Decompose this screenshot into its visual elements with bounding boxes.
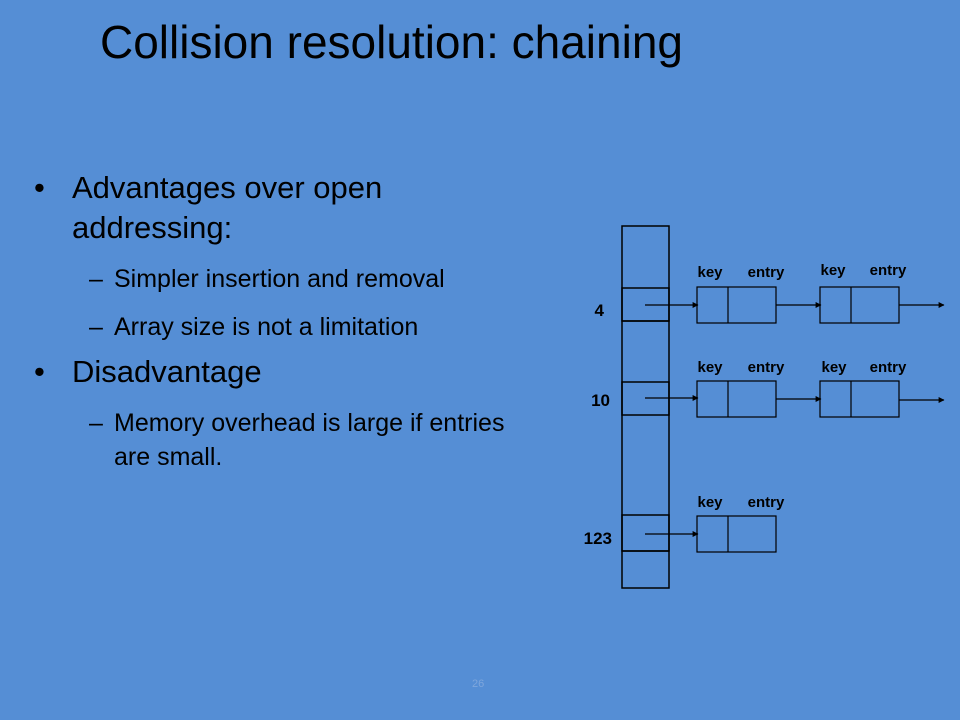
list-node [696,380,777,418]
bullet-text: Disadvantage [72,354,262,389]
node-key-label: key [820,262,846,279]
node-entry-label: entry [748,264,785,281]
sub-bullet-text: Simpler insertion and removal [114,265,445,293]
node-entry-label: entry [870,359,907,376]
list-node [819,380,900,418]
array-slot-123 [621,514,670,552]
index-label-4: 4 [595,301,605,320]
sub-bullet-marker: – [89,265,103,293]
sub-bullet-text: Array size is not a limitation [114,313,419,341]
page-number: 26 [472,678,485,690]
list-node [696,515,777,553]
bullet-text: Advantages over open addressing: [72,170,383,245]
list-node [696,286,777,324]
sub-bullet-text: Memory overhead is large if entries are … [114,409,505,471]
bullet-marker: • [34,170,45,205]
sub-bullet-simpler-insertion: – Simpler insertion and removal [34,262,544,296]
node-key-label: key [697,494,723,511]
sub-bullet-marker: – [89,313,103,341]
node-key-label: key [697,264,723,281]
index-label-123: 123 [584,529,612,548]
list-node [819,286,900,324]
slide-title: Collision resolution: chaining [100,16,683,68]
node-entry-label: entry [748,359,785,376]
bullet-marker: • [34,354,45,389]
node-entry-label: entry [870,262,907,279]
node-entry-label: entry [748,494,785,511]
bullet-disadvantage: • Disadvantage [34,352,544,392]
sub-bullet-array-size: – Array size is not a limitation [34,310,544,344]
sub-bullet-marker: – [89,409,103,437]
sub-bullet-memory-overhead: – Memory overhead is large if entries ar… [34,406,544,474]
node-key-label: key [697,359,723,376]
node-key-label: key [821,359,847,376]
bullet-advantages: • Advantages over open addressing: [34,168,544,248]
bullet-list: • Advantages over open addressing: – Sim… [34,168,544,488]
index-label-10: 10 [591,391,610,410]
